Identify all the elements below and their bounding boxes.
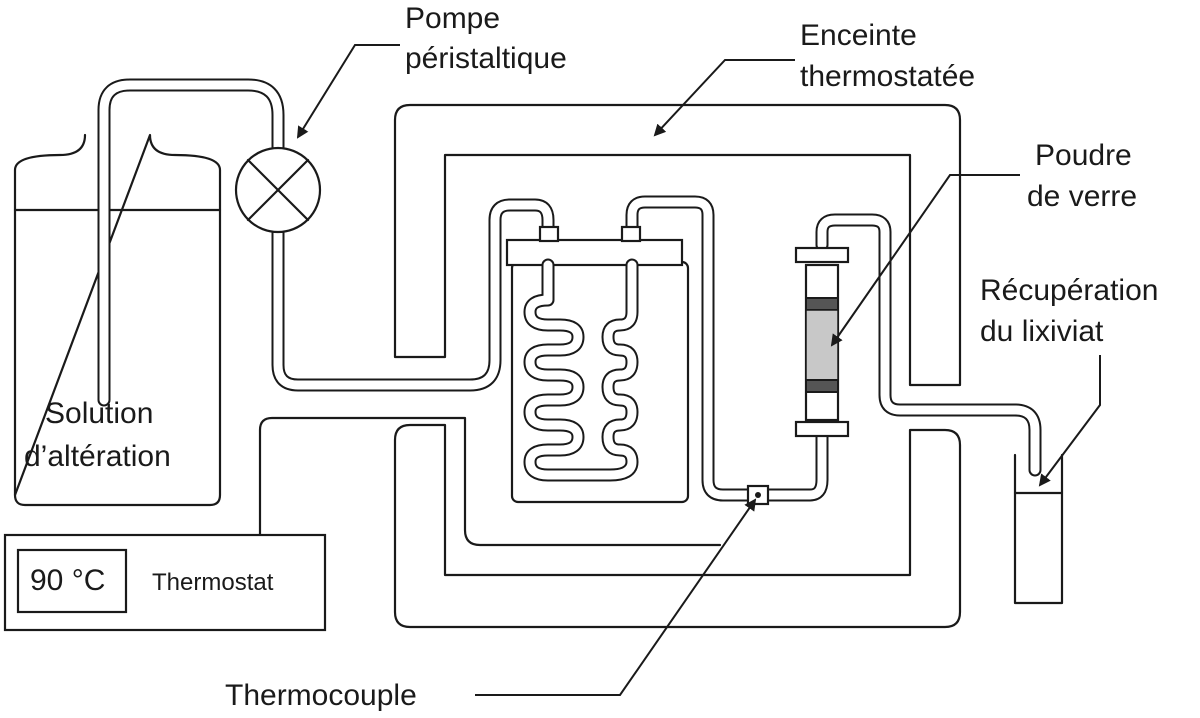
thermocouple-label: Thermocouple: [225, 679, 417, 712]
pump-label-line1: Pompe: [405, 2, 500, 35]
label-arrows: [296, 44, 1101, 696]
solution-bottle: [13, 133, 222, 507]
leachate-label-line1: Récupération: [980, 274, 1158, 307]
thermostated-enclosure: [393, 103, 962, 629]
solution-label-line2: d’altération: [24, 440, 171, 473]
tubing: [97, 78, 1042, 502]
pump-label-line2: péristaltique: [405, 42, 567, 75]
peristaltic-pump: [234, 146, 322, 234]
leachate-vessel: [1013, 453, 1064, 605]
enclosure-label-line2: thermostatée: [800, 60, 975, 93]
thermocouple-junction: [746, 484, 770, 506]
top-filter-band: [805, 297, 839, 311]
thermostat-label: Thermostat: [152, 569, 274, 596]
leachate-label-line2: du lixiviat: [980, 315, 1104, 348]
thermostat-value: 90 °C: [30, 564, 105, 597]
glass-powder-label-line2: de verre: [1027, 180, 1137, 213]
enclosure-label-line1: Enceinte: [800, 19, 917, 52]
glass-powder-column: [794, 246, 850, 438]
glass-powder-label-line1: Poudre: [1035, 139, 1132, 172]
heat-exchanger: [505, 225, 690, 504]
thermostat: [3, 416, 722, 632]
solution-label-line1: Solution: [45, 397, 153, 430]
bottom-filter-band: [805, 379, 839, 393]
